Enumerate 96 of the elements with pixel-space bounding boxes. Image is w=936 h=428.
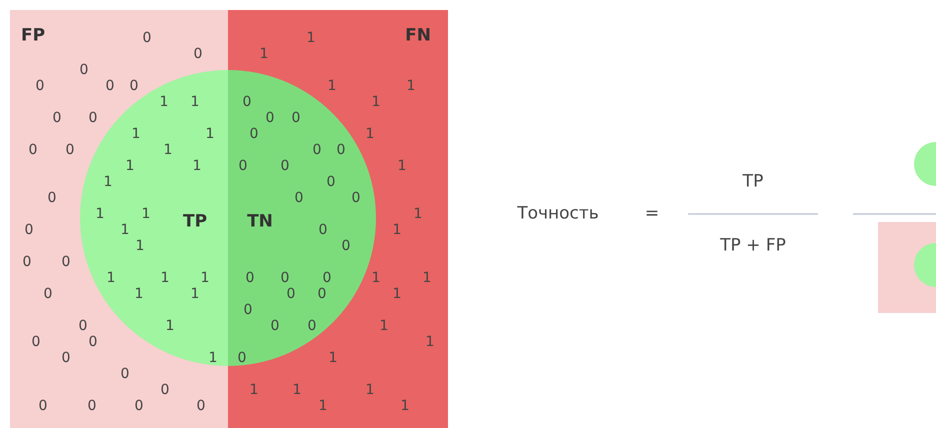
digit-label: 0 bbox=[80, 63, 88, 77]
digit-label: 0 bbox=[66, 143, 74, 157]
digit-label: 0 bbox=[88, 335, 98, 349]
digit-label: 1 bbox=[392, 223, 402, 237]
digit-label: 0 bbox=[28, 143, 38, 157]
digit-label: 0 bbox=[88, 399, 96, 413]
digit-label: 1 bbox=[400, 399, 410, 413]
digit-label: 1 bbox=[190, 95, 200, 109]
digit-label: 1 bbox=[164, 143, 172, 157]
denominator: TP + FP bbox=[720, 238, 786, 254]
digit-label: 0 bbox=[134, 399, 144, 413]
digit-label: 0 bbox=[44, 287, 52, 301]
digit-label: 1 bbox=[260, 47, 268, 61]
digit-label: 0 bbox=[270, 319, 280, 333]
digit-label: 0 bbox=[342, 239, 350, 253]
digit-label: 0 bbox=[24, 223, 34, 237]
digit-label: 1 bbox=[206, 127, 214, 141]
digit-label: 1 bbox=[136, 239, 144, 253]
digit-label: 0 bbox=[22, 255, 32, 269]
digit-label: 0 bbox=[322, 271, 332, 285]
digit-label: 1 bbox=[104, 175, 112, 189]
digit-label: 0 bbox=[292, 111, 300, 125]
digit-label: 1 bbox=[392, 287, 402, 301]
digit-label: 0 bbox=[286, 287, 296, 301]
digit-label: 1 bbox=[96, 207, 104, 221]
digit-label: 0 bbox=[88, 111, 98, 125]
digit-label: 0 bbox=[130, 79, 138, 93]
digit-label: 1 bbox=[372, 95, 380, 109]
digit-label: 1 bbox=[126, 159, 134, 173]
digit-label: 0 bbox=[106, 79, 114, 93]
digit-label: 1 bbox=[166, 319, 174, 333]
digit-label: 0 bbox=[36, 79, 44, 93]
digit-label: 0 bbox=[142, 31, 152, 45]
digit-label: 0 bbox=[318, 287, 326, 301]
digit-label: 1 bbox=[422, 271, 432, 285]
digit-label: 1 bbox=[190, 287, 200, 301]
digit-label: 1 bbox=[380, 319, 388, 333]
digit-label: 0 bbox=[308, 319, 316, 333]
digit-label: 0 bbox=[238, 351, 246, 365]
digit-label: 0 bbox=[266, 111, 274, 125]
digit-label: 1 bbox=[134, 287, 144, 301]
digit-label: 1 bbox=[192, 159, 202, 173]
numerator: TP bbox=[742, 174, 764, 190]
digit-label: 1 bbox=[160, 271, 170, 285]
digit-label: 1 bbox=[106, 271, 116, 285]
digit-label: 1 bbox=[200, 271, 210, 285]
digit-label: 1 bbox=[372, 271, 380, 285]
digit-label: 1 bbox=[142, 207, 150, 221]
digit-label: 0 bbox=[280, 271, 290, 285]
digit-label: 1 bbox=[132, 127, 140, 141]
digit-label: 1 bbox=[306, 31, 316, 45]
digit-label: 1 bbox=[292, 383, 302, 397]
digit-label: 1 bbox=[250, 383, 258, 397]
digit-label: 0 bbox=[246, 271, 254, 285]
digit-label: 0 bbox=[294, 191, 304, 205]
digit-label: 1 bbox=[328, 79, 336, 93]
region-label: TP bbox=[182, 214, 208, 230]
digit-label: 0 bbox=[238, 159, 248, 173]
digit-label: 1 bbox=[328, 351, 338, 365]
digit-label: 0 bbox=[120, 367, 130, 381]
digit-label: 1 bbox=[366, 383, 374, 397]
digit-label: 0 bbox=[312, 143, 322, 157]
digit-label: 1 bbox=[318, 399, 328, 413]
digit-label: 0 bbox=[48, 191, 56, 205]
digit-label: 0 bbox=[250, 127, 258, 141]
digit-label: 0 bbox=[280, 159, 290, 173]
digit-label: 0 bbox=[318, 223, 328, 237]
digit-label: 0 bbox=[244, 303, 252, 317]
digit-label: 1 bbox=[208, 351, 218, 365]
formula-term: Точность bbox=[517, 206, 599, 222]
digit-label: 1 bbox=[406, 79, 416, 93]
digit-label: 0 bbox=[78, 319, 88, 333]
digit-label: 0 bbox=[194, 47, 202, 61]
digit-label: 1 bbox=[414, 207, 422, 221]
digit-label: 1 bbox=[160, 95, 168, 109]
false-negative-panel bbox=[228, 10, 448, 428]
digit-label: 0 bbox=[326, 175, 336, 189]
digit-label: 0 bbox=[38, 399, 48, 413]
digit-label: 1 bbox=[398, 159, 406, 173]
digit-label: 1 bbox=[426, 335, 434, 349]
false-positive-panel bbox=[10, 10, 228, 428]
digit-label: 0 bbox=[352, 191, 360, 205]
digit-label: 0 bbox=[52, 111, 62, 125]
digit-label: 0 bbox=[32, 335, 40, 349]
digit-label: 0 bbox=[62, 351, 70, 365]
digit-label: 0 bbox=[242, 95, 252, 109]
region-label: TN bbox=[247, 214, 273, 230]
digit-label: 0 bbox=[160, 383, 170, 397]
equals-sign: = bbox=[644, 206, 660, 222]
digit-label: 0 bbox=[336, 143, 346, 157]
digit-label: 1 bbox=[366, 127, 374, 141]
region-label: FP bbox=[20, 28, 46, 44]
digit-label: 1 bbox=[120, 223, 130, 237]
region-label: FN bbox=[405, 28, 431, 44]
digit-label: 0 bbox=[196, 399, 206, 413]
digit-label: 0 bbox=[62, 255, 70, 269]
